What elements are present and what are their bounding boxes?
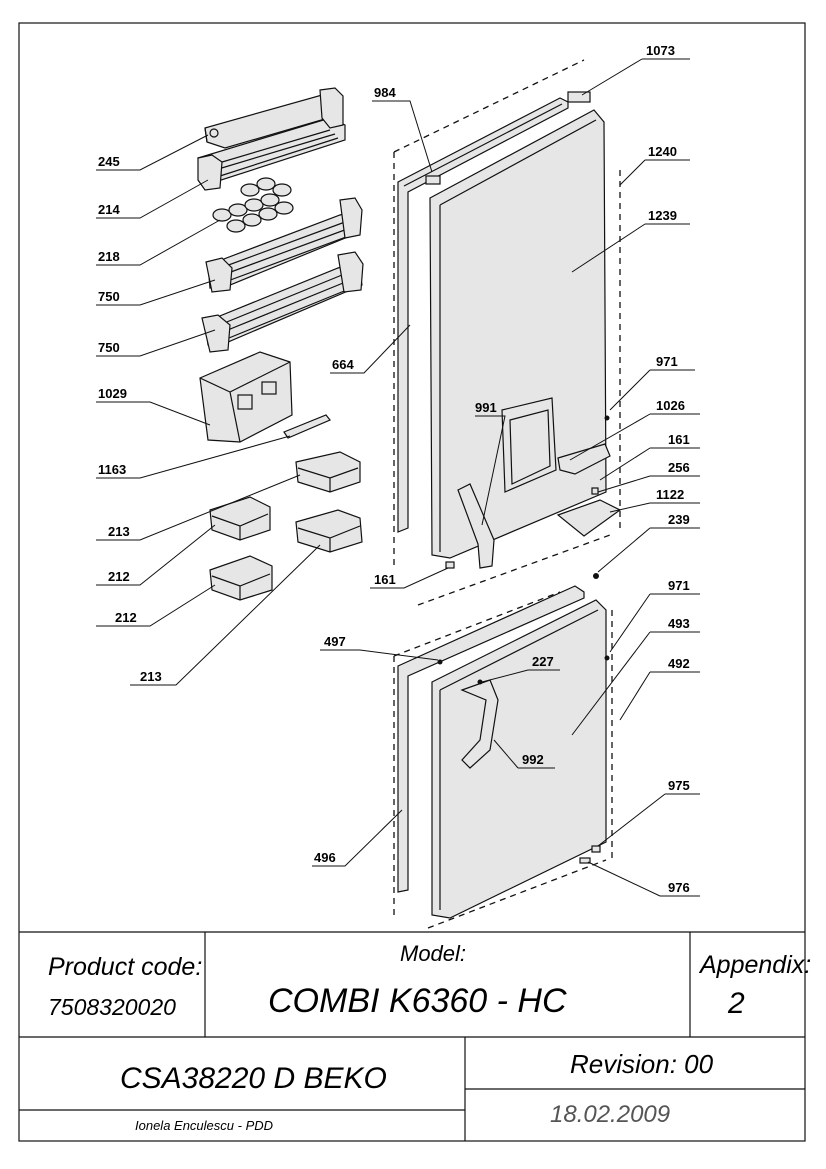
revision: Revision: 00 [570,1049,714,1079]
part-label: 161 [668,432,690,447]
author: Ionela Enculescu - PDD [135,1118,273,1133]
part-label: 975 [668,778,690,793]
part-label: 493 [668,616,690,631]
part-label: 212 [108,569,130,584]
part-1073 [567,91,591,103]
lower-door-assembly [393,585,613,929]
part-label: 971 [656,354,678,369]
part-label: 213 [108,524,130,539]
part-212-box-left-upper [209,496,271,541]
gasket-496 [397,585,585,893]
part-label: 496 [314,850,336,865]
part-label: 218 [98,249,120,264]
date: 18.02.2009 [550,1101,670,1128]
part-label: 991 [475,400,497,415]
part-label: 1029 [98,386,127,401]
part-labels: 245 214 218 750 750 1029 1163 213 212 21… [98,43,690,895]
dispenser-recess [501,397,557,493]
product-code: 7508320020 [48,994,176,1020]
part-label: 256 [668,460,690,475]
part-213-box-right-upper [295,451,361,493]
part-label: 1163 [98,462,126,477]
title-block: Product code: 7508320020 Model: COMBI K6… [19,931,811,1141]
part-label: 1026 [656,398,685,413]
part-1163-strip [283,414,331,439]
handle-992 [460,679,499,769]
door-panel-1239 [429,109,607,559]
part-label: 750 [98,289,120,304]
handle-991 [457,483,495,569]
appendix-label: Appendix: [698,951,811,979]
part-name: CSA38220 D BEKO [120,1062,387,1095]
leader-lines [96,58,700,897]
part-label: 984 [374,85,396,100]
part-label: 1240 [648,144,677,159]
part-750-bottle-shelf-lower [201,251,364,353]
part-label: 245 [98,154,120,169]
part-label: 214 [98,202,120,217]
gasket-984 [397,97,569,533]
part-label: 992 [522,752,544,767]
upper-door-assembly [393,59,622,606]
part-218-egg-tray [212,177,294,233]
part-214-shelf [197,87,346,191]
part-label: 212 [115,610,137,625]
door-panel-493 [431,599,607,919]
part-label: 976 [668,880,690,895]
part-label: 664 [332,357,354,372]
part-label: 1122 [656,487,684,502]
appendix-number: 2 [727,987,745,1020]
part-label: 750 [98,340,120,355]
part-1026 [557,443,611,475]
model-name: COMBI K6360 - HC [268,982,567,1020]
part-label: 492 [668,656,690,671]
part-label: 971 [668,578,690,593]
part-1029-dispenser-tank [199,351,293,443]
screw-971-upper [604,415,610,421]
part-label: 239 [668,512,690,527]
part-label: 227 [532,654,554,669]
model-label: Model: [400,941,466,966]
part-label: 213 [140,669,162,684]
part-label: 161 [374,572,396,587]
part-label: 1239 [648,208,677,223]
product-code-label: Product code: [48,953,202,981]
part-212-box-left-lower [209,555,273,601]
part-label: 1073 [646,43,675,58]
part-750-bottle-shelf-upper [205,197,363,293]
part-213-box-right-lower [295,509,363,553]
part-label: 497 [324,634,346,649]
drawing-frame [18,22,806,1142]
